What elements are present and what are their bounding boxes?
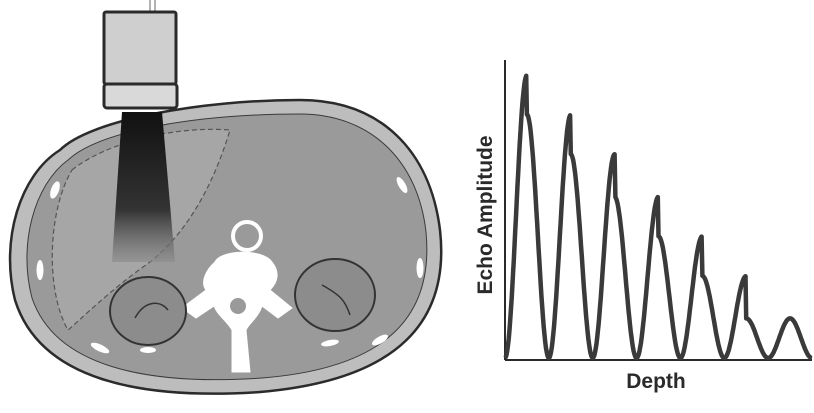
abdomen-cross-section [10,100,441,394]
transducer-probe [104,0,177,108]
probe-head [104,84,177,108]
left-kidney [295,259,375,331]
aorta [233,222,261,250]
spinal-canal [230,298,246,314]
echo-amplitude-curve [505,76,812,358]
right-kidney [110,277,186,345]
probe-handle [104,12,176,84]
echo-graph: Echo Amplitude Depth [474,60,812,393]
x-axis-title: Depth [626,370,686,393]
y-axis-title: Echo Amplitude [474,135,497,294]
